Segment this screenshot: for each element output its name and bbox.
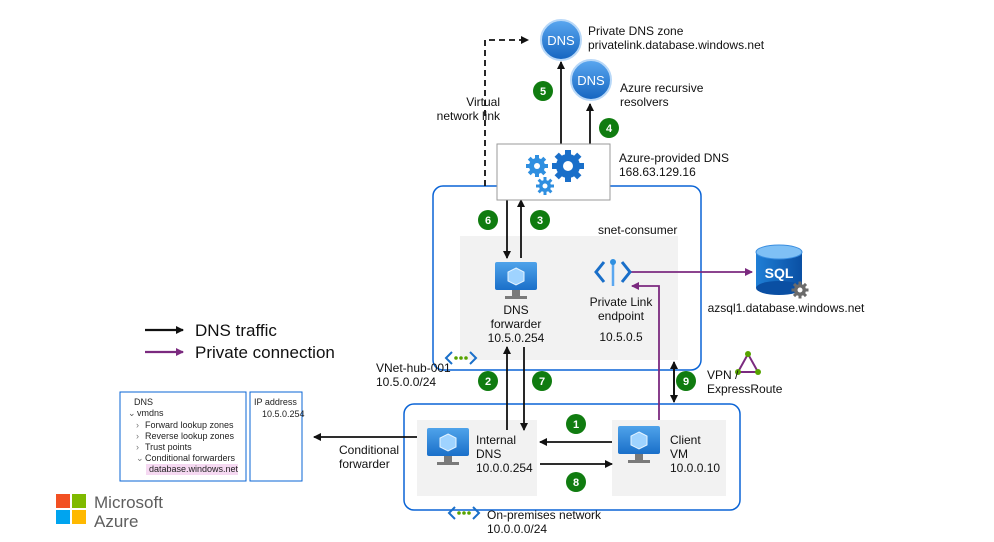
private-dns-zone-icon: DNS <box>540 19 582 61</box>
azure-provided-dns-gears-icon <box>496 143 611 201</box>
private-link-ip: 10.5.0.5 <box>599 330 643 344</box>
dns-forwarder-line1: DNS <box>503 303 528 317</box>
private-link-line1: Private Link <box>590 295 654 309</box>
virtual-network-link-arrow <box>484 36 529 186</box>
dns-forwarder-line2: forwarder <box>491 317 542 331</box>
internal-dns-line2: DNS <box>476 447 501 461</box>
internal-dns-line1: Internal <box>476 433 516 447</box>
svg-text:1: 1 <box>573 419 579 431</box>
client-vm-icon <box>618 426 660 463</box>
azure-resolvers-subtitle: resolvers <box>620 95 669 109</box>
private-link-line2: endpoint <box>598 309 645 323</box>
step-badge-3: 3 <box>530 210 550 230</box>
step-badge-1: 1 <box>566 414 586 434</box>
dns-zone-icon-label: DNS <box>547 33 575 48</box>
azure-recursive-resolvers-icon: DNS <box>570 59 612 101</box>
virtual-network-link-line1: Virtual <box>466 95 500 109</box>
private-link-endpoint-icon <box>594 259 632 286</box>
snet-consumer-label: snet-consumer <box>598 223 677 237</box>
vnet-hub-icon <box>444 351 478 365</box>
dns-console-item-3: Trust points <box>145 442 192 452</box>
sql-server-name: azsql1.database.windows.net <box>708 301 865 315</box>
svg-text:7: 7 <box>539 376 545 388</box>
client-vm-ip: 10.0.0.10 <box>670 461 720 475</box>
onprem-name: On-premises network <box>487 508 602 522</box>
ip-panel-value: 10.5.0.254 <box>262 409 305 419</box>
virtual-network-link-line2: network link <box>437 109 501 123</box>
vnet-hub-cidr: 10.5.0.0/24 <box>376 375 436 389</box>
legend-dns-traffic-label: DNS traffic <box>195 321 277 340</box>
legend-private-connection-label: Private connection <box>195 343 335 362</box>
step-badge-8: 8 <box>566 472 586 492</box>
svg-text:›: › <box>136 442 139 452</box>
sql-icon-label: SQL <box>765 265 794 281</box>
dns-console-root: DNS <box>134 397 153 407</box>
svg-text:⌄: ⌄ <box>128 408 136 418</box>
private-dns-zone-title: Private DNS zone <box>588 24 684 38</box>
vpn-line1: VPN / <box>707 368 739 382</box>
client-vm-line1: Client <box>670 433 701 447</box>
sql-database-icon: SQL <box>755 244 809 299</box>
step-badge-6: 6 <box>478 210 498 230</box>
dns-console-item-2: Reverse lookup zones <box>145 431 235 441</box>
svg-text:⌄: ⌄ <box>136 453 144 463</box>
azure-provided-dns-ip: 168.63.129.16 <box>619 165 696 179</box>
step-badge-4: 4 <box>599 118 619 138</box>
svg-text:›: › <box>136 431 139 441</box>
svg-text:6: 6 <box>485 215 491 227</box>
dns-console-selected: database.windows.net <box>149 464 239 474</box>
microsoft-azure-logo: Microsoft Azure <box>56 493 163 531</box>
logo-azure-text: Azure <box>94 512 138 531</box>
dns-console-item-1: Forward lookup zones <box>145 420 234 430</box>
client-vm-line2: VM <box>670 447 688 461</box>
conditional-forwarder-line2: forwarder <box>339 457 390 471</box>
onprem-box <box>403 403 741 511</box>
private-dns-zone-name: privatelink.database.windows.net <box>588 38 765 52</box>
step-badge-9: 9 <box>676 371 696 391</box>
logo-microsoft-text: Microsoft <box>94 493 163 512</box>
ip-address-panel: IP address 10.5.0.254 <box>249 391 305 482</box>
step-badge-7: 7 <box>532 371 552 391</box>
dns-forwarder-vm-icon <box>495 262 537 299</box>
vpn-line2: ExpressRoute <box>707 382 783 396</box>
svg-text:2: 2 <box>485 376 491 388</box>
svg-text:9: 9 <box>683 376 689 388</box>
internal-dns-ip: 10.0.0.254 <box>476 461 533 475</box>
onprem-vnet-icon <box>447 506 481 520</box>
svg-text:4: 4 <box>606 123 613 135</box>
azure-provided-dns-title: Azure-provided DNS <box>619 151 729 165</box>
dns-console-panel: DNS ⌄ vmdns › Forward lookup zones › Rev… <box>119 391 247 482</box>
onprem-cidr: 10.0.0.0/24 <box>487 522 547 536</box>
private-connection-client-to-endpoint <box>631 282 660 420</box>
svg-text:8: 8 <box>573 477 579 489</box>
step-badge-2: 2 <box>478 371 498 391</box>
svg-text:5: 5 <box>540 86 546 98</box>
step-badge-5: 5 <box>533 81 553 101</box>
resolver-icon-label: DNS <box>577 73 605 88</box>
azure-resolvers-title: Azure recursive <box>620 81 704 95</box>
conditional-forwarder-line1: Conditional <box>339 443 399 457</box>
dns-console-item-4: Conditional forwarders <box>145 453 236 463</box>
vnet-hub-name: VNet-hub-001 <box>376 361 451 375</box>
ip-panel-header: IP address <box>254 397 297 407</box>
dns-console-server: vmdns <box>137 408 164 418</box>
snet-consumer-panel <box>460 236 678 360</box>
vpn-expressroute-icon <box>735 351 761 375</box>
internal-dns-vm-icon <box>427 428 469 465</box>
svg-text:3: 3 <box>537 215 543 227</box>
svg-text:›: › <box>136 420 139 430</box>
dns-forwarder-ip: 10.5.0.254 <box>488 331 545 345</box>
